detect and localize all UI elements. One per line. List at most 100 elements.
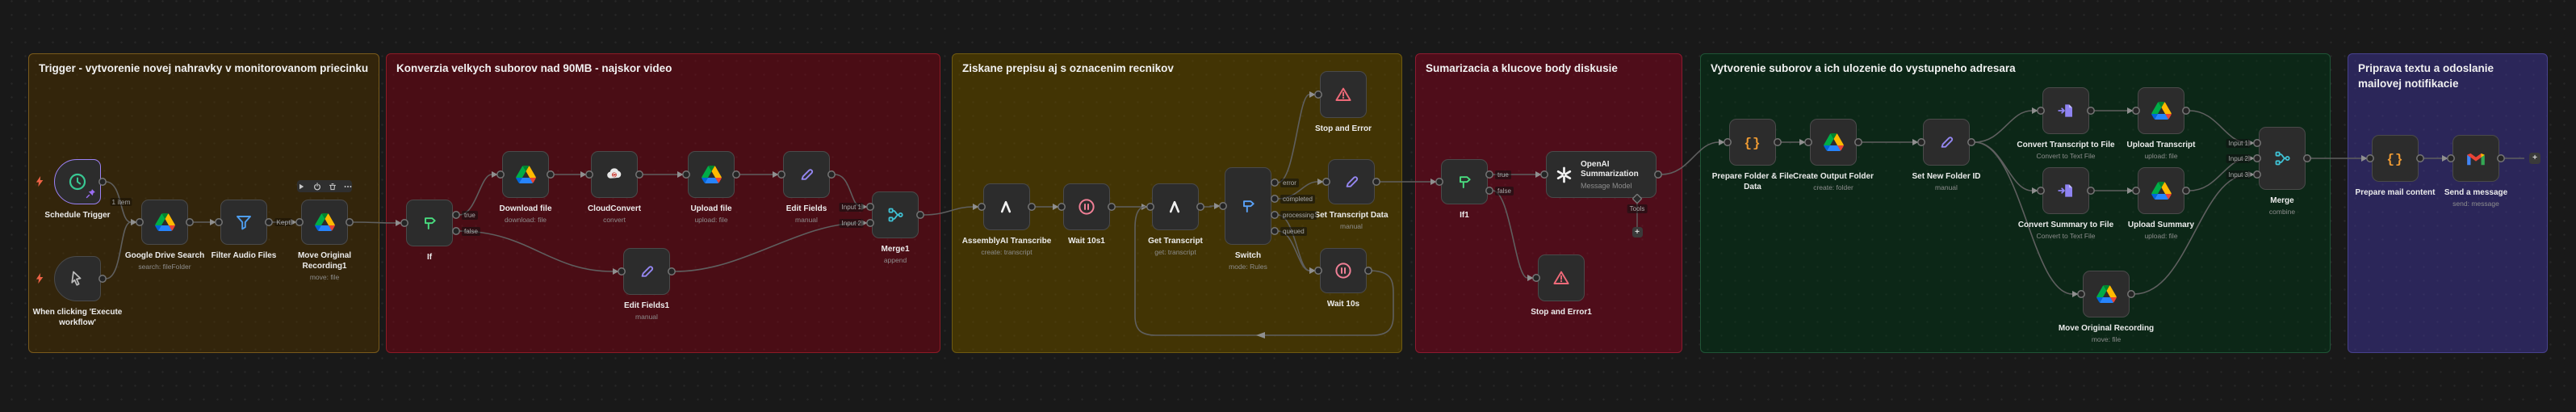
- node-if[interactable]: [406, 200, 453, 246]
- svg-text:{}: {}: [1744, 137, 1761, 151]
- file-import-icon: [2055, 180, 2076, 201]
- pin-icon: [86, 188, 96, 199]
- warning-icon: [1333, 84, 1354, 105]
- pen-icon: [796, 164, 817, 185]
- clock-icon: [67, 171, 88, 192]
- node-upload-file[interactable]: [688, 151, 735, 198]
- pen-icon: [636, 261, 657, 282]
- tools-label: Tools: [1627, 204, 1648, 213]
- braces-icon: {}: [2385, 148, 2406, 169]
- node-set-folder-id[interactable]: [1923, 119, 1970, 166]
- node-stop-error[interactable]: [1320, 71, 1367, 118]
- merge-icon: [885, 204, 906, 225]
- gdrive-icon: [515, 166, 536, 183]
- gmail-icon: [2465, 150, 2486, 167]
- node-upload-transcript[interactable]: [2138, 87, 2184, 134]
- wait-icon: [1333, 260, 1354, 281]
- signpost-green-icon: [419, 212, 440, 233]
- node-schedule-trigger[interactable]: [54, 159, 101, 204]
- node-get-transcript[interactable]: [1152, 183, 1199, 230]
- node-upload-summary[interactable]: [2138, 167, 2184, 214]
- node-title: OpenAI Summarization: [1581, 159, 1639, 179]
- cursor-icon: [67, 268, 88, 289]
- gdrive-icon: [314, 213, 335, 231]
- node-subtitle: Message Model: [1581, 181, 1632, 190]
- node-create-folder[interactable]: [1810, 119, 1857, 166]
- add-tool-button[interactable]: +: [1631, 227, 1643, 238]
- node-cloudconvert[interactable]: [591, 151, 638, 198]
- gdrive-icon: [2151, 182, 2172, 200]
- node-edit-fields[interactable]: [783, 151, 830, 198]
- trash-icon[interactable]: [329, 183, 337, 191]
- node-wait-10s1[interactable]: [1063, 183, 1110, 230]
- cloudconvert-icon: [604, 164, 625, 185]
- signpost-green-icon: [1454, 171, 1475, 192]
- play-icon[interactable]: [298, 183, 306, 191]
- pen-icon: [1936, 132, 1957, 153]
- node-merge1[interactable]: [872, 191, 919, 238]
- node-download-file[interactable]: [502, 151, 549, 198]
- node-merge[interactable]: [2259, 127, 2306, 190]
- node-prep-mail[interactable]: {}: [2372, 135, 2419, 182]
- braces-icon: {}: [1742, 132, 1763, 153]
- wait-icon: [1076, 196, 1097, 217]
- power-icon[interactable]: [313, 182, 321, 191]
- node-switch[interactable]: [1225, 167, 1271, 245]
- input-port-label: Input 3: [2226, 170, 2251, 179]
- sticky-note-title: Ziskane prepisu aj s oznacenim recnikov: [962, 62, 1174, 74]
- file-import-icon: [2055, 100, 2076, 121]
- sticky-note-5[interactable]: Vytvorenie suborov a ich ulozenie do vys…: [1700, 53, 2331, 353]
- ellipsis-icon[interactable]: [344, 183, 352, 191]
- output-port-label: false: [1495, 186, 1514, 195]
- signpost-blue-icon: [1238, 195, 1259, 217]
- node-manual-trigger[interactable]: [54, 256, 101, 301]
- lightning-bolt-icon: [35, 175, 44, 187]
- output-port-label: true: [1495, 170, 1511, 179]
- gdrive-icon: [154, 213, 175, 231]
- node-assemblyai[interactable]: [983, 183, 1030, 230]
- gdrive-icon: [1823, 133, 1844, 151]
- node-if1[interactable]: [1441, 159, 1488, 204]
- node-gdrive-search[interactable]: [141, 200, 188, 245]
- output-port-label: error: [1280, 178, 1299, 187]
- sticky-note-title: Priprava textu a odoslanie mailovej noti…: [2358, 62, 2494, 90]
- node-filter-audio[interactable]: [220, 200, 267, 245]
- node-send-msg[interactable]: [2452, 135, 2499, 182]
- input-port-label: Input 1: [2226, 138, 2251, 148]
- merge-icon: [2272, 148, 2293, 169]
- warning-icon: [1551, 267, 1572, 288]
- node-conv-summary[interactable]: [2042, 167, 2089, 214]
- node-prep-folder[interactable]: {}: [1729, 119, 1776, 166]
- node-move-orig1[interactable]: [301, 200, 348, 245]
- gdrive-icon: [701, 166, 722, 183]
- node-stop-error1[interactable]: [1538, 254, 1585, 301]
- node-conv-transcript[interactable]: [2042, 87, 2089, 134]
- input-port-label: Input 1: [839, 202, 864, 212]
- input-port-label: Input 2: [2226, 153, 2251, 163]
- output-port-label: completed: [1280, 194, 1315, 204]
- svg-text:{}: {}: [2386, 153, 2403, 167]
- openai-icon: [1555, 166, 1573, 184]
- assemblyai-icon: [996, 196, 1017, 217]
- output-port-label: processing: [1280, 210, 1317, 220]
- sticky-note-6[interactable]: Priprava textu a odoslanie mailovej noti…: [2348, 53, 2548, 353]
- node-set-transcript[interactable]: [1328, 159, 1375, 204]
- pen-icon: [1341, 171, 1362, 192]
- node-toolbar: [297, 180, 352, 192]
- connection-label: 1 item: [110, 198, 132, 206]
- lightning-bolt-icon: [35, 272, 44, 284]
- assemblyai-icon: [1165, 196, 1186, 217]
- output-port-label: false: [462, 226, 480, 236]
- funnel-icon: [233, 212, 254, 233]
- node-edit-fields1[interactable]: [623, 248, 670, 295]
- sticky-note-title: Trigger - vytvorenie novej nahravky v mo…: [39, 62, 369, 74]
- add-node-button[interactable]: +: [2529, 153, 2540, 164]
- gdrive-icon: [2096, 285, 2117, 303]
- node-wait-10s[interactable]: [1320, 248, 1367, 293]
- node-move-orig[interactable]: [2083, 271, 2130, 317]
- sticky-note-title: Sumarizacia a klucove body diskusie: [1426, 62, 1618, 74]
- input-port-label: Input 2: [839, 218, 864, 228]
